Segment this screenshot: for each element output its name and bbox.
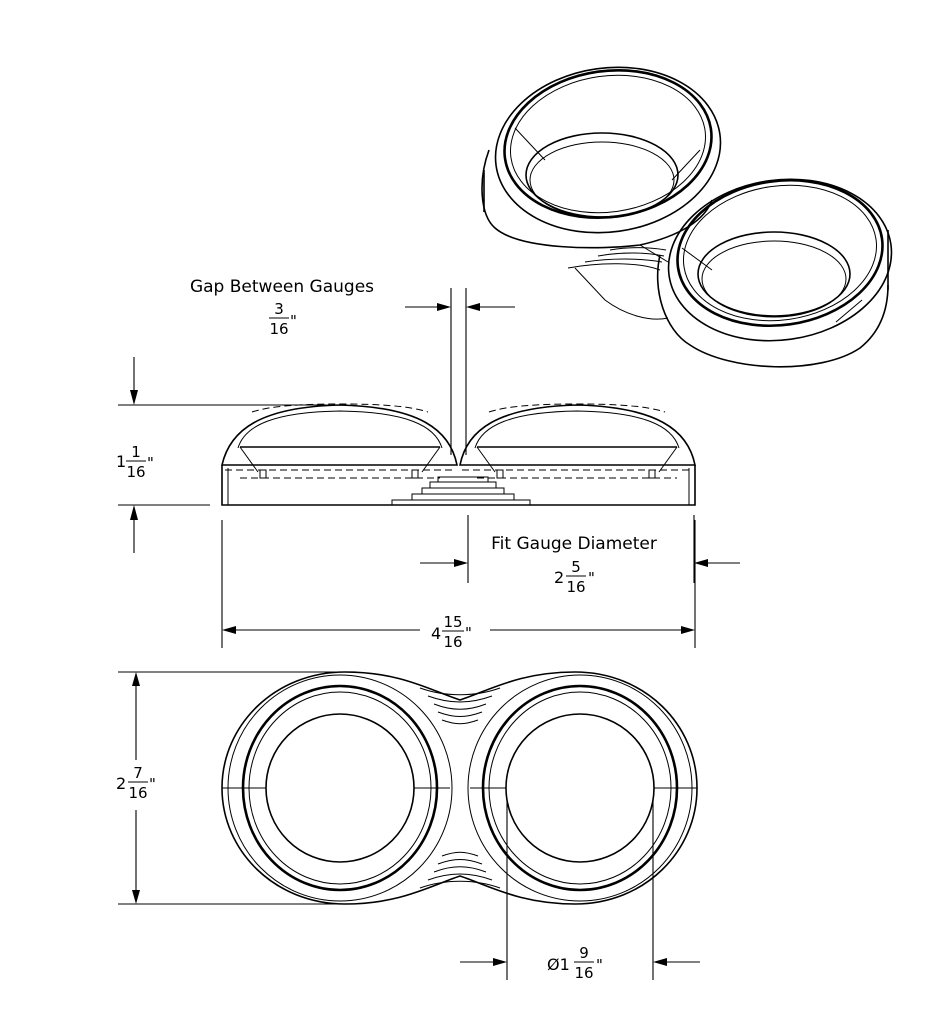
front-view [220, 403, 696, 506]
height-whole: 1 [116, 452, 126, 471]
height-unit: " [147, 454, 154, 472]
fit-denominator: 16 [566, 578, 585, 596]
fit-whole: 2 [554, 568, 564, 587]
hole-prefix: Ø1 [547, 955, 570, 974]
width-denominator: 16 [443, 633, 462, 651]
top-view [221, 671, 698, 905]
fit-numerator: 5 [571, 558, 581, 576]
gap-unit: " [290, 312, 297, 330]
depth-unit: " [149, 775, 156, 793]
depth-whole: 2 [116, 774, 126, 793]
depth-numerator: 7 [133, 764, 143, 782]
isometric-view [481, 66, 893, 368]
hole-numerator: 9 [579, 944, 589, 962]
fit-label: Fit Gauge Diameter [491, 534, 657, 554]
hole-denominator: 16 [574, 964, 593, 982]
dimension-lines [118, 288, 740, 980]
height-numerator: 1 [131, 443, 141, 461]
width-whole: 4 [431, 624, 441, 643]
hole-unit: " [596, 956, 603, 974]
gap-denominator: 16 [269, 320, 288, 338]
fit-unit: " [588, 569, 595, 587]
height-denominator: 16 [126, 463, 145, 481]
gap-label: Gap Between Gauges [190, 277, 374, 297]
width-numerator: 15 [443, 613, 462, 631]
gap-numerator: 3 [274, 300, 284, 318]
depth-denominator: 16 [128, 784, 147, 802]
width-unit: " [465, 624, 472, 642]
dimension-labels: Gap Between Gauges 3 16 " 1 1 16 " Fit G… [116, 277, 657, 982]
